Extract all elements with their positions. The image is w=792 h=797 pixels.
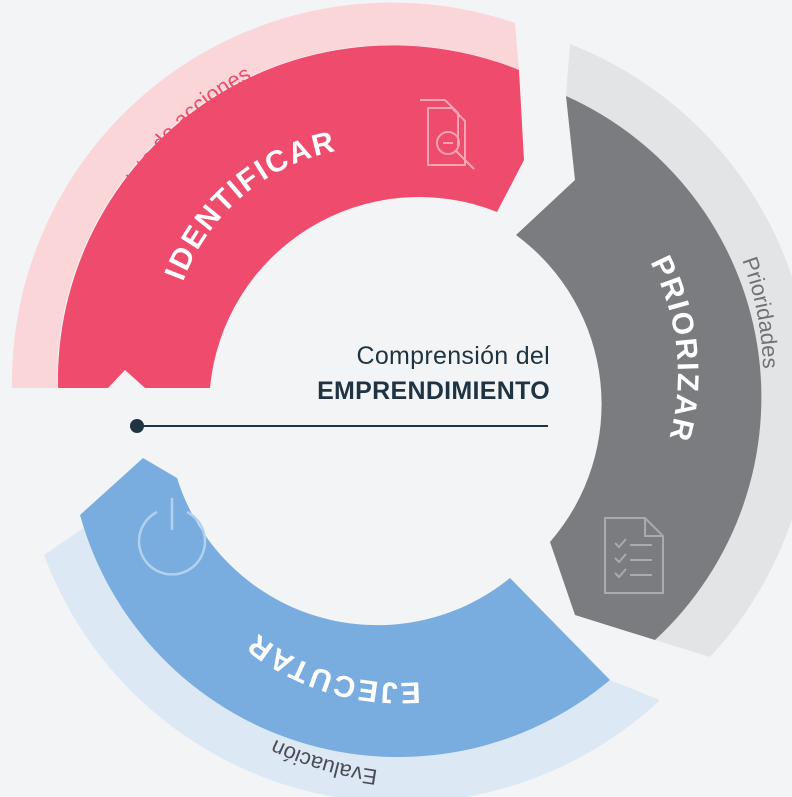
arc-identificar xyxy=(57,45,524,388)
center-dot xyxy=(130,419,144,433)
band-identificar xyxy=(11,2,519,388)
center-title-line1: Comprensión del xyxy=(356,342,550,370)
document-search-icon xyxy=(420,99,475,170)
arc-ejecutar xyxy=(80,458,610,758)
arc-priorizar xyxy=(516,96,762,640)
center-title-line2: EMPRENDIMIENTO xyxy=(317,377,550,405)
center-title: Comprensión del EMPRENDIMIENTO xyxy=(230,342,550,406)
checklist-icon xyxy=(604,517,664,594)
band-ejecutar xyxy=(44,525,660,797)
power-icon xyxy=(137,498,207,576)
band-priorizar xyxy=(566,44,792,657)
